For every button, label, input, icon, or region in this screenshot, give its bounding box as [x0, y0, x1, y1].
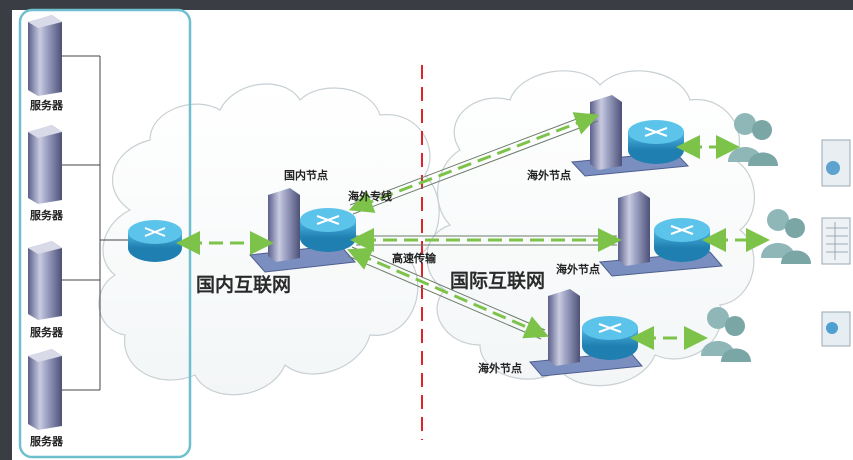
- user-group-icon: [701, 307, 751, 362]
- overseas-node-bottom-icon: [528, 289, 644, 377]
- link-arrows: [176, 112, 770, 350]
- server-label: 服务器: [30, 435, 63, 448]
- router-icon: [128, 220, 182, 262]
- frame-top: [0, 0, 853, 10]
- overseas-node-label: 海外节点: [478, 362, 522, 375]
- user-group-icon: [728, 113, 778, 166]
- server-bus-lines: [62, 55, 130, 391]
- server-label: 服务器: [30, 326, 63, 339]
- domestic-node-label: 国内节点: [284, 169, 328, 182]
- international-network-title: 国际互联网: [450, 270, 546, 292]
- domestic-network-title: 国内互联网: [196, 274, 292, 296]
- document-icon: [821, 139, 851, 187]
- presentation-icon: [821, 311, 851, 347]
- frame-left: [0, 0, 12, 460]
- server-icon: [28, 15, 62, 96]
- server-label: 服务器: [30, 99, 63, 112]
- overseas-node-label: 海外节点: [527, 169, 571, 182]
- high-speed-label: 高速传输: [392, 252, 436, 265]
- spreadsheet-icon: [821, 217, 851, 265]
- server-icon: [28, 241, 62, 320]
- server-icon: [28, 349, 62, 430]
- server-label: 服务器: [30, 209, 63, 222]
- dedicated-line-label: 海外专线: [348, 190, 392, 203]
- domestic-node-icon: [248, 188, 357, 273]
- overseas-node-top-icon: [570, 95, 690, 177]
- overseas-node-mid-icon: [598, 191, 724, 277]
- server-icon: [28, 125, 62, 204]
- overseas-node-label: 海外节点: [556, 263, 600, 276]
- user-group-icon: [761, 209, 811, 264]
